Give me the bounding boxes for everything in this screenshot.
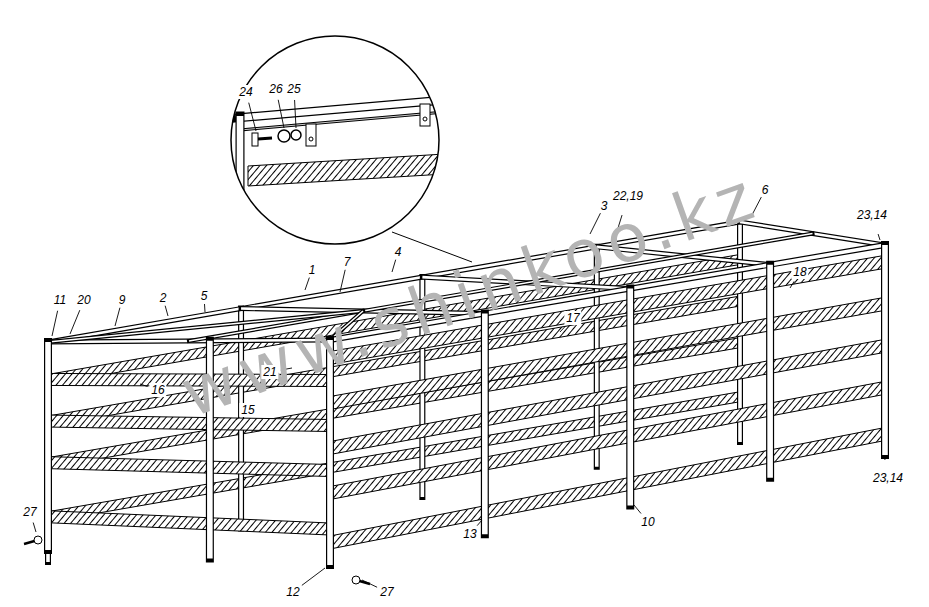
- callout-number: 25: [285, 82, 302, 96]
- bolt-symbol: [24, 536, 42, 544]
- side-board: [248, 154, 445, 186]
- callout-number: 2: [158, 291, 169, 305]
- side-board: [48, 457, 330, 477]
- callout-number: 16: [149, 383, 166, 397]
- callout-number: 6: [760, 183, 771, 197]
- callout-number: 24: [237, 85, 254, 99]
- callout-number: 1: [307, 263, 318, 277]
- callout-number: 4: [393, 245, 404, 259]
- callout-number: 12: [284, 585, 301, 599]
- leader-line: [560, 326, 566, 332]
- callout-number: 10: [639, 515, 656, 529]
- watermark: www.shinkoo.kz: [173, 162, 767, 428]
- leader-line: [362, 580, 377, 587]
- detail-ground: [231, 36, 439, 244]
- side-post: [766, 265, 774, 478]
- leader-line: [878, 234, 880, 240]
- leader-line: [52, 311, 58, 336]
- leader-line: [249, 103, 256, 131]
- leader-line: [884, 458, 885, 460]
- leader-line: [634, 505, 641, 514]
- leader-line: [115, 308, 120, 326]
- side-post: [626, 289, 634, 506]
- detail-outline: [231, 36, 439, 244]
- leader-line: [477, 520, 482, 526]
- washer-symbol: [278, 130, 290, 142]
- side-post: [881, 245, 889, 455]
- callout-number: 27: [21, 505, 38, 519]
- detail-view: [231, 36, 472, 262]
- callout-number: 3: [599, 199, 610, 213]
- leader-line: [790, 281, 794, 288]
- far-post: [45, 342, 51, 562]
- bracket: [420, 104, 430, 126]
- callout-number: 15: [239, 403, 256, 417]
- end-post: [45, 342, 51, 550]
- side-post: [627, 289, 633, 506]
- side-post: [482, 313, 488, 534]
- nut-symbol: [291, 130, 301, 140]
- leader-lines: [33, 100, 885, 587]
- leader-line: [295, 100, 296, 128]
- callout-number: 20: [75, 293, 92, 307]
- callout-number: 27: [378, 585, 395, 599]
- callout-number: 17: [564, 311, 581, 325]
- callout-number: 26: [267, 82, 284, 96]
- leader-line: [33, 523, 36, 532]
- side-post: [767, 265, 773, 478]
- leader-line: [70, 310, 80, 334]
- far-post: [46, 342, 50, 562]
- bracket: [423, 117, 427, 121]
- side-board: [48, 415, 330, 431]
- roof-rail: [240, 112, 445, 130]
- leader-line: [305, 278, 309, 290]
- detail-leader: [392, 232, 472, 262]
- side-board: [48, 392, 740, 522]
- leader-line: [140, 384, 148, 387]
- leader-line: [302, 568, 325, 585]
- bolt-symbol: [252, 133, 258, 146]
- side-post: [481, 313, 489, 534]
- side-board: [48, 511, 330, 535]
- callout-number: 22,19: [611, 189, 645, 203]
- leader-line: [204, 304, 206, 312]
- callout-number: 13: [461, 527, 478, 541]
- leader-line: [340, 270, 345, 292]
- callout-number: 5: [199, 289, 210, 303]
- side-board: [330, 428, 885, 550]
- callout-number: 23,14: [855, 208, 889, 222]
- roof-rail: [240, 112, 445, 130]
- side-post: [882, 245, 888, 455]
- bracket: [309, 137, 313, 141]
- callout-number: 7: [342, 255, 353, 269]
- callout-number: 21: [261, 365, 278, 379]
- side-board: [48, 338, 740, 468]
- end-post: [44, 342, 52, 550]
- callout-number: 18: [791, 265, 808, 279]
- bolt-symbol: [258, 138, 272, 139]
- leader-line: [165, 306, 168, 316]
- leader-line: [236, 417, 240, 420]
- leader-line: [392, 260, 396, 272]
- callout-number: 9: [117, 293, 128, 307]
- callout-number: 23,14: [871, 471, 905, 485]
- bracket: [306, 124, 316, 146]
- leader-line: [278, 100, 284, 128]
- callout-number: 11: [52, 293, 68, 307]
